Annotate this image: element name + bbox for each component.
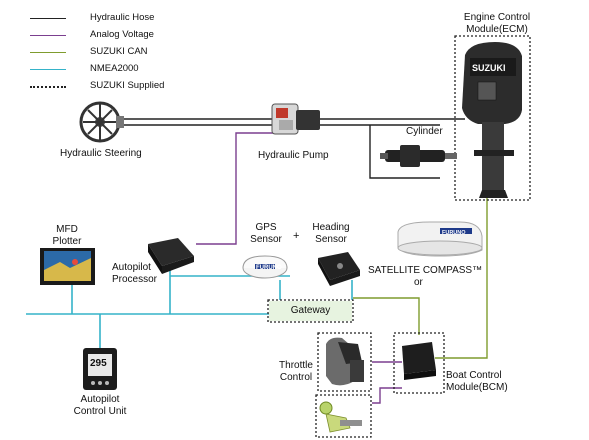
hydraulic-pump-label: Hydraulic Pump <box>258 150 329 161</box>
mfd-label: MFD Plotter <box>44 224 90 248</box>
legend-swatch <box>30 52 66 53</box>
bcm-outline <box>393 332 445 394</box>
gateway-outline <box>267 299 354 323</box>
heading-sensor-icon <box>318 252 360 286</box>
ecm-label-line-2: Module(ECM) <box>466 24 528 35</box>
legend-label: Hydraulic Hose <box>90 12 155 23</box>
gps-sensor-label-line-2: Sensor <box>250 234 282 245</box>
autopilot-processor-label-line-1: Autopilot <box>112 262 151 273</box>
steering-wheel-icon <box>79 101 124 143</box>
satellite-compass-label: SATELLITE COMPASS™ <box>368 265 483 276</box>
mfd-label-line-2: Plotter <box>52 236 82 247</box>
hydraulic-hoses <box>122 118 465 179</box>
bcm-icon <box>402 342 436 380</box>
mfd-label-line-1: MFD <box>56 224 78 235</box>
legend-swatch <box>30 35 66 36</box>
throttle-control-label-line-2: Control <box>279 372 313 383</box>
cylinder-label: Cylinder <box>406 126 443 137</box>
legend-swatch <box>30 18 66 19</box>
ecm-label-line-1: Engine Control <box>463 12 531 23</box>
ecm-outline <box>454 35 531 201</box>
analog-voltage-lines <box>196 132 402 404</box>
autopilot-processor-label: Autopilot Processor <box>112 262 157 286</box>
autopilot-control-unit-icon <box>83 348 117 390</box>
bcm-label-line-1: Boat Control <box>446 370 502 381</box>
autopilot-control-unit-label-line-2: Control Unit <box>73 406 127 417</box>
legend-label: SUZUKI Supplied <box>90 80 165 91</box>
throttle-control-icon <box>326 337 364 386</box>
control-unit-reading: 295 <box>90 358 107 369</box>
can-bcm-to-gateway <box>353 297 420 335</box>
analog-lever-to-bcm <box>372 387 402 404</box>
hydraulic-pump-icon <box>271 103 320 135</box>
throttle-control-label-line-1: Throttle <box>279 360 313 371</box>
autopilot-processor-label-line-2: Processor <box>112 274 158 285</box>
autopilot-processor-icon <box>148 238 194 274</box>
satellite-compass-icon <box>397 221 483 257</box>
gps-sensor-label: GPS Sensor <box>248 222 284 246</box>
mfd-plotter-icon <box>40 248 95 285</box>
throttle-outline <box>317 332 372 392</box>
or-label: or <box>414 277 423 288</box>
gps-sensor-label-line-1: GPS <box>255 222 277 233</box>
compass-brand-text: FURUNO <box>442 230 466 236</box>
analog-pump-to-processor <box>196 132 292 245</box>
outboard-engine-icon <box>462 42 522 198</box>
gps-brand-text: FURUNO <box>256 265 282 271</box>
gps-sensor-icon <box>242 255 288 279</box>
throttle-control-label: Throttle Control <box>272 360 320 384</box>
heading-sensor-label-line-1: Heading <box>312 222 350 233</box>
autopilot-control-unit-label: Autopilot Control Unit <box>60 394 140 418</box>
lever-outline <box>315 394 372 438</box>
suzuki-supplied-outlines <box>267 35 531 438</box>
legend-label: SUZUKI CAN <box>90 46 148 57</box>
hose-pump-to-cylinder-lower <box>369 125 440 179</box>
legend-swatch <box>30 86 66 88</box>
hydraulic-steering-label: Hydraulic Steering <box>60 148 142 159</box>
nmea2000-lines <box>26 270 353 348</box>
ecm-label: Engine Control Module(ECM) <box>450 12 544 36</box>
bcm-label-line-2: Module(BCM) <box>446 382 508 393</box>
gateway-label: Gateway <box>290 305 331 316</box>
plus-sign: + <box>293 230 300 242</box>
lever-icon <box>319 401 362 433</box>
cylinder-icon <box>380 145 457 167</box>
legend-swatch <box>30 69 66 70</box>
heading-sensor-label: Heading Sensor <box>304 222 358 246</box>
engine-brand-text: SUZUKI <box>472 63 506 73</box>
bcm-label: Boat Control Module(BCM) <box>446 370 508 394</box>
gateway-fill <box>269 301 352 321</box>
legend-label: NMEA2000 <box>90 63 139 74</box>
autopilot-control-unit-label-line-1: Autopilot <box>80 394 120 405</box>
heading-sensor-label-line-2: Sensor <box>315 234 347 245</box>
legend-label: Analog Voltage <box>90 29 154 40</box>
